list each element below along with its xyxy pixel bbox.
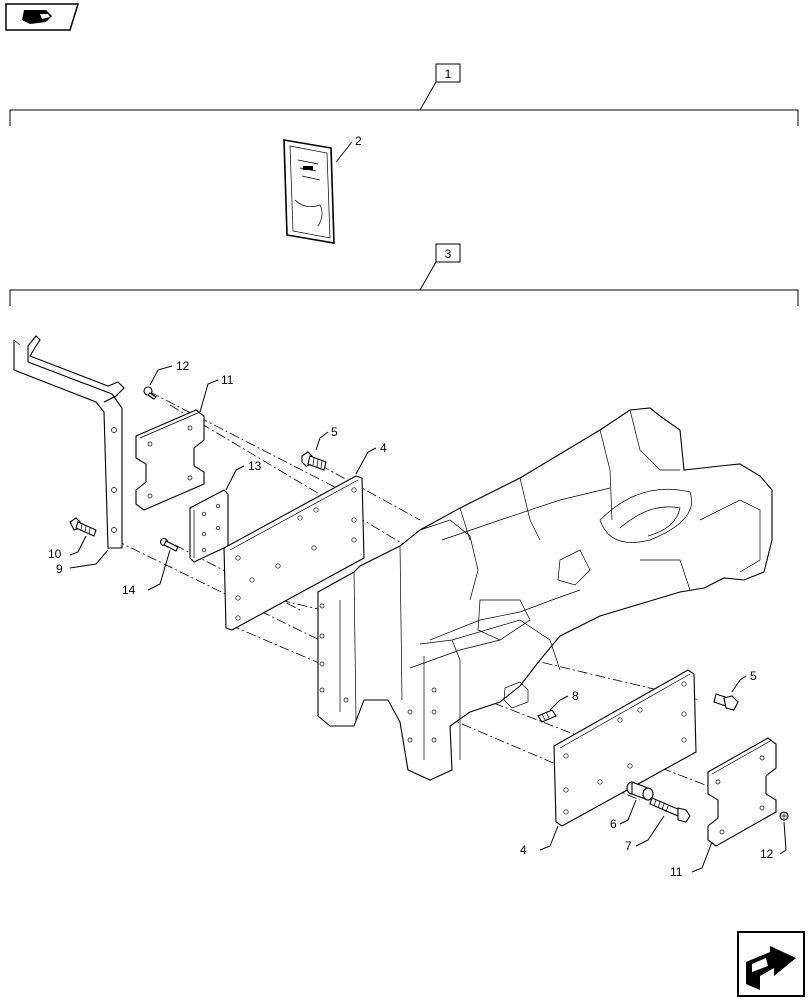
callout-5-lower[interactable]: 5 — [750, 669, 757, 683]
bolt-part-7[interactable] — [649, 797, 691, 823]
callout-12-upper[interactable]: 12 — [176, 359, 190, 373]
hand-pointer-icon[interactable] — [5, 3, 80, 31]
callout-5-upper[interactable]: 5 — [331, 425, 338, 439]
group-bracket-1: 1 — [9, 63, 799, 126]
main-frame[interactable] — [317, 407, 773, 781]
bolt-part-5-upper[interactable] — [301, 451, 327, 471]
callout-2[interactable]: 2 — [355, 134, 362, 148]
group-bracket-3: 3 — [9, 243, 799, 306]
callout-11-lower[interactable]: 11 — [670, 865, 683, 879]
callout-9[interactable]: 9 — [56, 562, 63, 576]
manual-part[interactable] — [283, 139, 335, 244]
pad-part-11-upper[interactable] — [135, 409, 205, 511]
plate-part-4-lower[interactable] — [553, 669, 697, 827]
callout-12-lower[interactable]: 12 — [760, 847, 774, 861]
bracket-part-9[interactable] — [13, 335, 125, 549]
bushing-part-6[interactable] — [626, 781, 654, 801]
plate-part-4-upper[interactable] — [223, 475, 365, 631]
screw-part-12-upper[interactable] — [143, 386, 157, 400]
callout-10[interactable]: 10 — [48, 547, 62, 561]
callout-14[interactable]: 14 — [122, 583, 136, 597]
callout-8[interactable]: 8 — [572, 689, 579, 703]
group-label-3[interactable]: 3 — [445, 247, 452, 261]
pad-part-11-lower[interactable] — [707, 737, 777, 847]
callout-4-lower[interactable]: 4 — [520, 843, 527, 857]
callout-6[interactable]: 6 — [610, 817, 617, 831]
callout-4-upper[interactable]: 4 — [380, 441, 387, 455]
bolt-part-14[interactable] — [159, 537, 179, 552]
group-label-box-1 — [435, 63, 461, 83]
callout-7[interactable]: 7 — [625, 839, 632, 853]
group-label-1[interactable]: 1 — [445, 67, 452, 81]
bolt-part-8[interactable] — [537, 709, 557, 723]
plate-part-13[interactable] — [189, 489, 229, 563]
bolt-part-5-lower[interactable] — [713, 693, 739, 711]
group-label-box-3 — [435, 243, 461, 263]
bolt-part-10[interactable] — [69, 517, 97, 537]
callout-11-upper[interactable]: 11 — [221, 373, 234, 387]
callout-13[interactable]: 13 — [248, 459, 262, 473]
next-arrow-icon[interactable] — [737, 931, 805, 997]
screw-part-12-lower[interactable] — [779, 811, 789, 821]
